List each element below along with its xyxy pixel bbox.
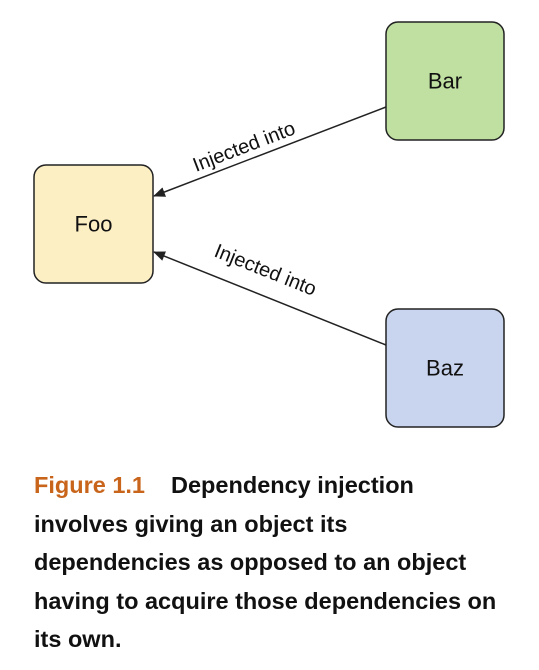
- caption-text: Dependency injection involves giving an …: [34, 472, 497, 652]
- node-baz: Baz: [385, 308, 505, 428]
- node-foo: Foo: [33, 164, 154, 284]
- node-bar: Bar: [385, 21, 505, 141]
- node-baz-label: Baz: [426, 356, 464, 381]
- edge-baz-to-foo: Injected into: [153, 240, 387, 346]
- node-bar-label: Bar: [428, 69, 462, 94]
- node-baz-box: [385, 308, 505, 428]
- node-foo-label: Foo: [75, 212, 113, 237]
- edge-bar-to-foo: Injected into: [153, 106, 387, 197]
- edge-label-baz-to-foo: Injected into: [211, 240, 319, 300]
- arrow-bar-to-foo: [153, 106, 387, 197]
- figure-label: Figure 1.1: [34, 472, 146, 498]
- node-foo-box: [33, 164, 154, 284]
- arrow-baz-to-foo: [153, 251, 387, 346]
- node-bar-box: [385, 21, 505, 141]
- dependency-injection-diagram: Injected into Injected into Foo Bar Baz: [33, 21, 505, 428]
